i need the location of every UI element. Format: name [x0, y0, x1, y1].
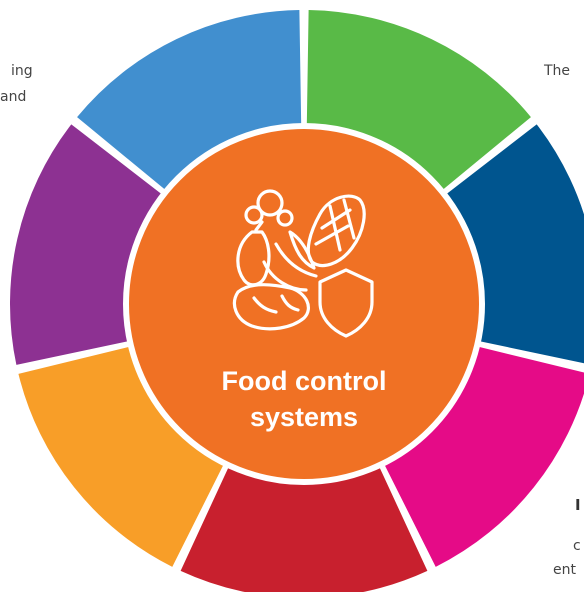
outside-label-left-2: and: [0, 89, 27, 105]
segment-blue[interactable]: [77, 10, 302, 193]
outside-label-left-1: ing: [11, 63, 33, 79]
segment-green[interactable]: [306, 10, 531, 193]
outside-label-right-2: I: [575, 496, 581, 514]
outside-label-right-3: c: [573, 538, 581, 554]
segment-magenta[interactable]: [382, 345, 584, 567]
outside-label-right-1: The: [544, 63, 571, 79]
outside-label-right-4: ent: [553, 562, 576, 578]
center-title-line2: systems: [249, 402, 359, 432]
food-shield-icon: [232, 189, 374, 338]
wheel-segments: [10, 10, 584, 592]
segment-orange[interactable]: [18, 345, 226, 567]
center-circle: [123, 123, 485, 485]
segment-red[interactable]: [180, 463, 428, 592]
segment-dark-blue[interactable]: [443, 124, 584, 365]
center-title-line1: Food control: [221, 366, 387, 396]
